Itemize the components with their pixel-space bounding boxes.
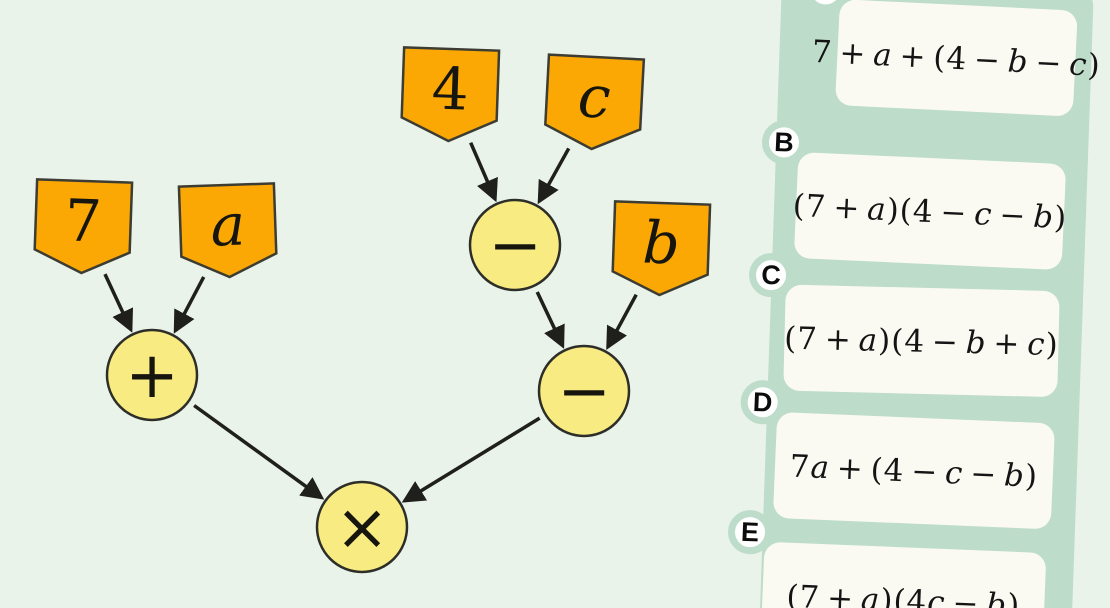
option-expression: (7 + a)(4c − b) xyxy=(785,578,1021,608)
tree-node-leaf-a: a xyxy=(177,182,278,279)
tree-edge-leaf-a-to-op-plus xyxy=(173,276,206,334)
answer-panel: A 7 + a + (4 − b − c) B (7 + a)(4 − c − … xyxy=(727,0,1102,608)
value-pentagon xyxy=(400,46,501,143)
tree-edge-op-minus-1-to-op-minus-2 xyxy=(535,291,565,349)
node-label: c xyxy=(576,62,612,132)
option-badge-c: C xyxy=(748,252,794,298)
node-label: + xyxy=(125,339,179,413)
operator-circle xyxy=(105,328,199,422)
value-pentagon xyxy=(177,182,278,279)
option-badge-a: A xyxy=(802,0,849,13)
tree-edge-leaf-4-to-op-minus-1 xyxy=(469,142,498,203)
option-letter: B xyxy=(773,126,795,158)
tree-node-op-minus-1: − xyxy=(468,198,562,292)
option-letter: A xyxy=(815,0,836,5)
operator-circle xyxy=(537,344,631,438)
option-letter: D xyxy=(752,386,774,418)
tree-node-leaf-b: b xyxy=(611,200,712,297)
option-card-c[interactable]: C (7 + a)(4 − b + c) xyxy=(748,252,1060,398)
tree-node-op-times: × xyxy=(315,480,409,574)
expression-tree-diagram: 7 a 4 c b + −− × xyxy=(33,46,712,574)
tree-node-op-minus-2: − xyxy=(537,344,631,438)
node-label: − xyxy=(488,209,542,283)
value-pentagon xyxy=(611,200,712,297)
tree-edge-leaf-c-to-op-minus-1 xyxy=(537,147,571,205)
tree-edge-op-plus-to-op-times xyxy=(193,404,325,500)
option-letter: C xyxy=(760,259,782,290)
option-badge-e: E xyxy=(727,509,773,556)
operator-circle xyxy=(468,198,562,292)
node-label: b xyxy=(641,208,680,277)
option-card-a[interactable]: A 7 + a + (4 − b − c) xyxy=(802,0,1102,117)
tree-node-leaf-4: 4 xyxy=(400,46,501,143)
option-letter: E xyxy=(740,516,760,548)
node-label: × xyxy=(335,491,389,565)
option-expression: 7a + (4 − c − b) xyxy=(789,448,1039,495)
option-expression: (7 + a)(4 − c − b) xyxy=(791,187,1068,237)
option-badge-b: B xyxy=(761,119,807,166)
node-label: 7 xyxy=(64,186,103,255)
tree-edge-op-minus-2-to-op-times xyxy=(401,416,541,503)
operator-circle xyxy=(315,480,409,574)
option-card-e[interactable]: E (7 + a)(4c − b) xyxy=(727,509,1047,608)
option-card-b[interactable]: B (7 + a)(4 − c − b) xyxy=(761,119,1068,271)
tree-node-op-plus: + xyxy=(105,328,199,422)
node-label: a xyxy=(209,190,246,259)
tree-edge-leaf-7-to-op-plus xyxy=(103,273,134,333)
tree-edge-leaf-b-to-op-minus-2 xyxy=(606,293,638,351)
tree-node-leaf-7: 7 xyxy=(33,178,134,275)
tree-node-leaf-c: c xyxy=(544,53,646,151)
node-label: 4 xyxy=(431,54,470,123)
option-expression: (7 + a)(4 − b + c) xyxy=(783,320,1060,364)
option-badge-d: D xyxy=(739,379,786,426)
option-card-d[interactable]: D 7a + (4 − c − b) xyxy=(739,379,1056,530)
option-expression: 7 + a + (4 − b − c) xyxy=(811,33,1102,84)
node-label: − xyxy=(557,355,611,429)
value-pentagon xyxy=(33,178,134,275)
value-pentagon xyxy=(544,53,646,151)
